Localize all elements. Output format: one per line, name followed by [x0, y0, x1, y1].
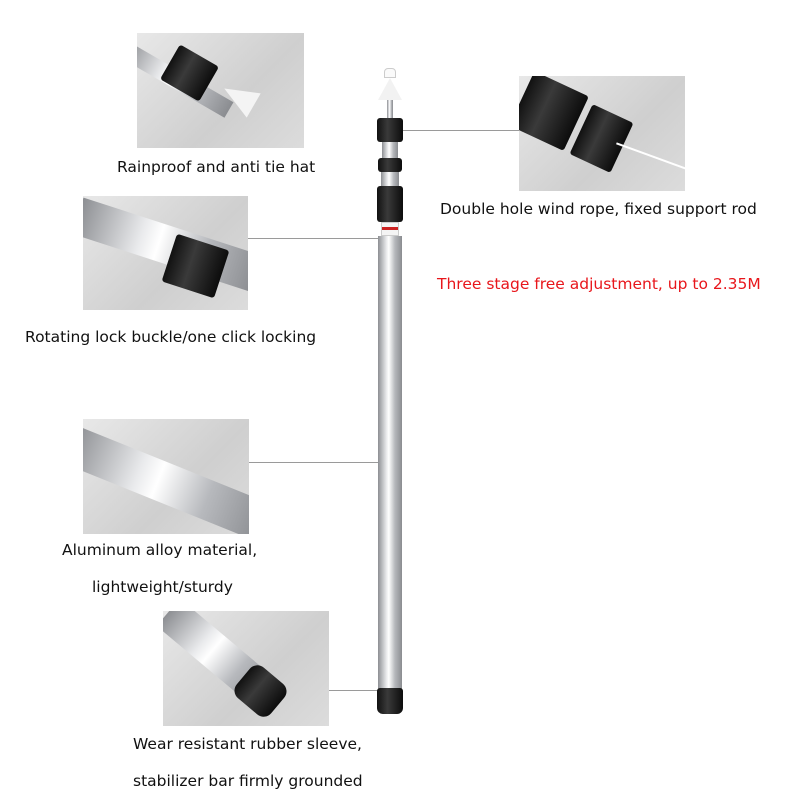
- aluminum-caption-line1: Aluminum alloy material,: [62, 541, 258, 559]
- rain-hat-icon: [384, 68, 396, 78]
- wind-rope-detail-photo: [519, 76, 685, 191]
- leader-line-lock: [248, 238, 378, 239]
- leader-line-rubber: [329, 690, 379, 691]
- adjustment-caption: Three stage free adjustment, up to 2.35M: [437, 275, 761, 293]
- aluminum-detail-photo: [83, 419, 249, 534]
- hat-detail-photo: [137, 33, 304, 148]
- leader-line-wind-rope: [400, 130, 519, 131]
- aluminum-caption-line2: lightweight/sturdy: [92, 578, 233, 596]
- lock-detail-photo: [83, 196, 248, 310]
- rubber-caption-line2: stabilizer bar firmly grounded: [133, 772, 363, 790]
- lock-caption: Rotating lock buckle/one click locking: [25, 328, 317, 346]
- leader-line-aluminum: [249, 462, 381, 463]
- wind-rope-caption: Double hole wind rope, fixed support rod: [440, 200, 757, 218]
- rubber-caption-line1: Wear resistant rubber sleeve,: [133, 735, 362, 753]
- rubber-sleeve-detail-photo: [163, 611, 329, 726]
- hat-caption: Rainproof and anti tie hat: [117, 158, 316, 176]
